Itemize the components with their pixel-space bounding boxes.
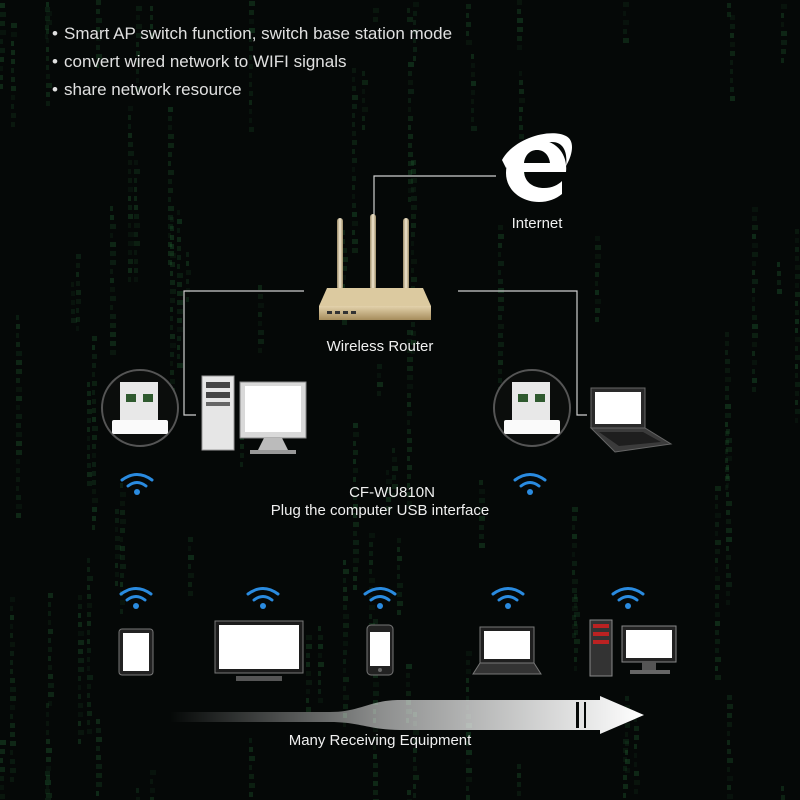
wifi-icon [120, 473, 154, 495]
wifi-icon [119, 587, 153, 609]
feature-list: Smart AP switch function, switch base st… [52, 20, 452, 104]
desktop-pc-icon [201, 375, 307, 454]
usb-adapter-right [493, 369, 571, 447]
feature-item: convert wired network to WIFI signals [52, 48, 452, 76]
feature-item: share network resource [52, 76, 452, 104]
tv-icon [214, 620, 304, 681]
adapter-model: CF-WU810N [349, 484, 435, 501]
phone-icon [366, 624, 394, 676]
router-icon [319, 214, 431, 320]
ie-logo-icon [502, 133, 572, 202]
wifi-icon [246, 587, 280, 609]
adapter-caption: Plug the computer USB interface [270, 502, 490, 519]
laptop-icon [472, 626, 542, 675]
wifi-icon [363, 587, 397, 609]
wifi-icon [491, 587, 525, 609]
usb-adapter-left [101, 369, 179, 447]
tablet-icon [118, 628, 154, 676]
desktop-pc-icon [589, 619, 677, 677]
router-label: Wireless Router [326, 338, 434, 355]
wifi-icon [611, 587, 645, 609]
receivers-caption: Many Receiving Equipment [288, 732, 472, 749]
internet-label: Internet [511, 215, 563, 232]
feature-item: Smart AP switch function, switch base st… [52, 20, 452, 48]
laptop-icon [589, 387, 673, 453]
flow-arrow [170, 696, 644, 734]
wifi-icon [513, 473, 547, 495]
